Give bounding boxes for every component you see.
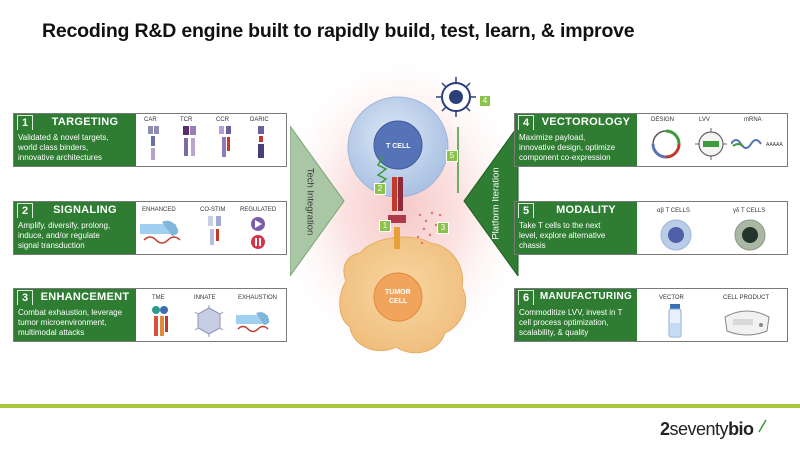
logo-swoosh-icon xyxy=(758,419,767,433)
card-line: Maximize payload, xyxy=(519,133,586,142)
logo-part-3: bio xyxy=(728,419,754,439)
card-line: innovative design, optimize xyxy=(519,143,616,152)
company-logo: 2seventybio xyxy=(660,419,768,440)
label-exhaustion: EXHAUSTION xyxy=(238,295,278,301)
card-line: scalability, & quality xyxy=(519,328,589,337)
card-title: MANUFACTURING xyxy=(539,291,633,302)
slide-title: Recoding R&D engine built to rapidly bui… xyxy=(42,20,635,42)
marker-4: 4 xyxy=(479,95,491,107)
card-line: Validated & novel targets, xyxy=(18,133,109,142)
mrna-tail: AAAAA xyxy=(766,142,783,148)
tumor-cell-nucleus xyxy=(373,272,423,322)
label-co-stim: CO-STIM xyxy=(200,207,226,213)
marker-1: 1 xyxy=(379,220,391,232)
t-cell-nucleus xyxy=(373,120,423,170)
card-line: Take T cells to the next xyxy=(519,221,601,230)
card-line: level, explore alternative xyxy=(519,231,606,240)
receptor-car xyxy=(392,177,397,211)
logo-part-2: seventy xyxy=(669,419,729,439)
card-title: TARGETING xyxy=(51,116,119,128)
label-design: DESIGN xyxy=(651,117,675,123)
card-manufacturing: 6 MANUFACTURING Commoditize LVV, invest … xyxy=(514,288,788,342)
label-lvv: LVV xyxy=(699,117,710,123)
marker-2: 2 xyxy=(374,183,386,195)
t-cell-label: T CELL xyxy=(386,143,411,150)
center-graphic xyxy=(282,65,520,365)
card-line: signal transduction xyxy=(18,241,85,250)
logo-part-1: 2 xyxy=(660,419,670,439)
card-number: 1 xyxy=(17,115,33,131)
card-targeting: 1 TARGETING Validated & novel targets, w… xyxy=(13,113,287,167)
platform-iteration-label: Platform Iteration xyxy=(490,167,502,240)
marker-3: 3 xyxy=(437,222,449,234)
co-stim-icon xyxy=(208,216,221,245)
footer-divider xyxy=(0,404,800,408)
card-line: multimodal attacks xyxy=(18,328,85,337)
card-line: Combat exhaustion, leverage xyxy=(18,308,123,317)
label-regulated: REGULATED xyxy=(240,207,277,213)
enhanced-icon xyxy=(140,220,181,244)
marker-5: 5 xyxy=(446,150,458,162)
card-enhancement: 3 ENHANCEMENT Combat exhaustion, leverag… xyxy=(13,288,287,342)
label-gd-t-cells: γδ T CELLS xyxy=(733,208,766,214)
tech-integration-arrow xyxy=(290,126,345,276)
label-cell-product: CELL PRODUCT xyxy=(723,295,770,301)
tumor-cell-label-2: CELL xyxy=(389,298,408,305)
tech-integration-label: Tech Integration xyxy=(304,167,316,236)
card-number: 6 xyxy=(518,290,534,306)
ab-t-cell-icon xyxy=(660,219,692,251)
card-number: 5 xyxy=(518,203,534,219)
card-line: Amplify, diversify, prolong, xyxy=(18,221,111,230)
label-innate: INNATE xyxy=(194,295,216,301)
gd-t-cell-icon xyxy=(734,219,766,251)
card-title: VECTOROLOGY xyxy=(541,116,631,128)
label-tme: TME xyxy=(152,295,165,301)
card-number: 3 xyxy=(17,290,33,306)
tcr-icon xyxy=(183,126,196,156)
card-title: SIGNALING xyxy=(53,204,117,216)
card-line: tumor microenvironment, xyxy=(18,318,107,327)
label-car: CAR xyxy=(144,117,157,123)
signaling-path xyxy=(376,154,388,186)
card-signaling: 2 SIGNALING Amplify, diversify, prolong,… xyxy=(13,201,287,255)
mrna-icon xyxy=(731,139,762,149)
cytokine-dots xyxy=(416,211,442,245)
plasmid-design-icon xyxy=(651,129,681,159)
card-modality: 5 MODALITY Take T cells to the next leve… xyxy=(514,201,788,255)
card-title: MODALITY xyxy=(556,204,616,216)
card-line: chassis xyxy=(519,241,546,250)
card-line: induce, and/or regulate xyxy=(18,231,100,240)
daric-icon xyxy=(258,126,264,158)
card-number: 2 xyxy=(17,203,33,219)
card-number: 4 xyxy=(518,115,534,131)
lvv-icon xyxy=(695,128,727,160)
card-line: cell process optimization, xyxy=(519,318,609,327)
label-tcr: TCR xyxy=(180,117,193,123)
vector-vial-icon xyxy=(668,304,682,338)
label-daric: DARIC xyxy=(250,117,269,123)
label-mrna: mRNA xyxy=(744,117,762,123)
label-ccr: CCR xyxy=(216,117,229,123)
ccr-icon xyxy=(219,126,231,157)
label-vector: VECTOR xyxy=(659,295,684,301)
card-line: component co-expression xyxy=(519,153,611,162)
receptor-antigen xyxy=(394,227,400,249)
card-line: world class binders, xyxy=(18,143,89,152)
exhaustion-icon xyxy=(236,312,270,333)
innate-icon xyxy=(194,305,224,337)
car-icon xyxy=(148,126,159,160)
card-line: innovative architectures xyxy=(18,153,103,162)
label-ab-t-cells: αβ T CELLS xyxy=(657,208,690,214)
cell-product-bag-icon xyxy=(724,310,770,336)
card-vectorology: 4 VECTOROLOGY Maximize payload, innovati… xyxy=(514,113,788,167)
card-line: Commoditize LVV, invest in T xyxy=(519,308,623,317)
regulated-icon xyxy=(251,217,265,249)
tumor-cell-label-1: TUMOR xyxy=(385,289,411,296)
tme-icon xyxy=(152,306,168,336)
label-enhanced: ENHANCED xyxy=(142,207,176,213)
card-title: ENHANCEMENT xyxy=(40,291,130,303)
virus-icon xyxy=(436,77,476,117)
